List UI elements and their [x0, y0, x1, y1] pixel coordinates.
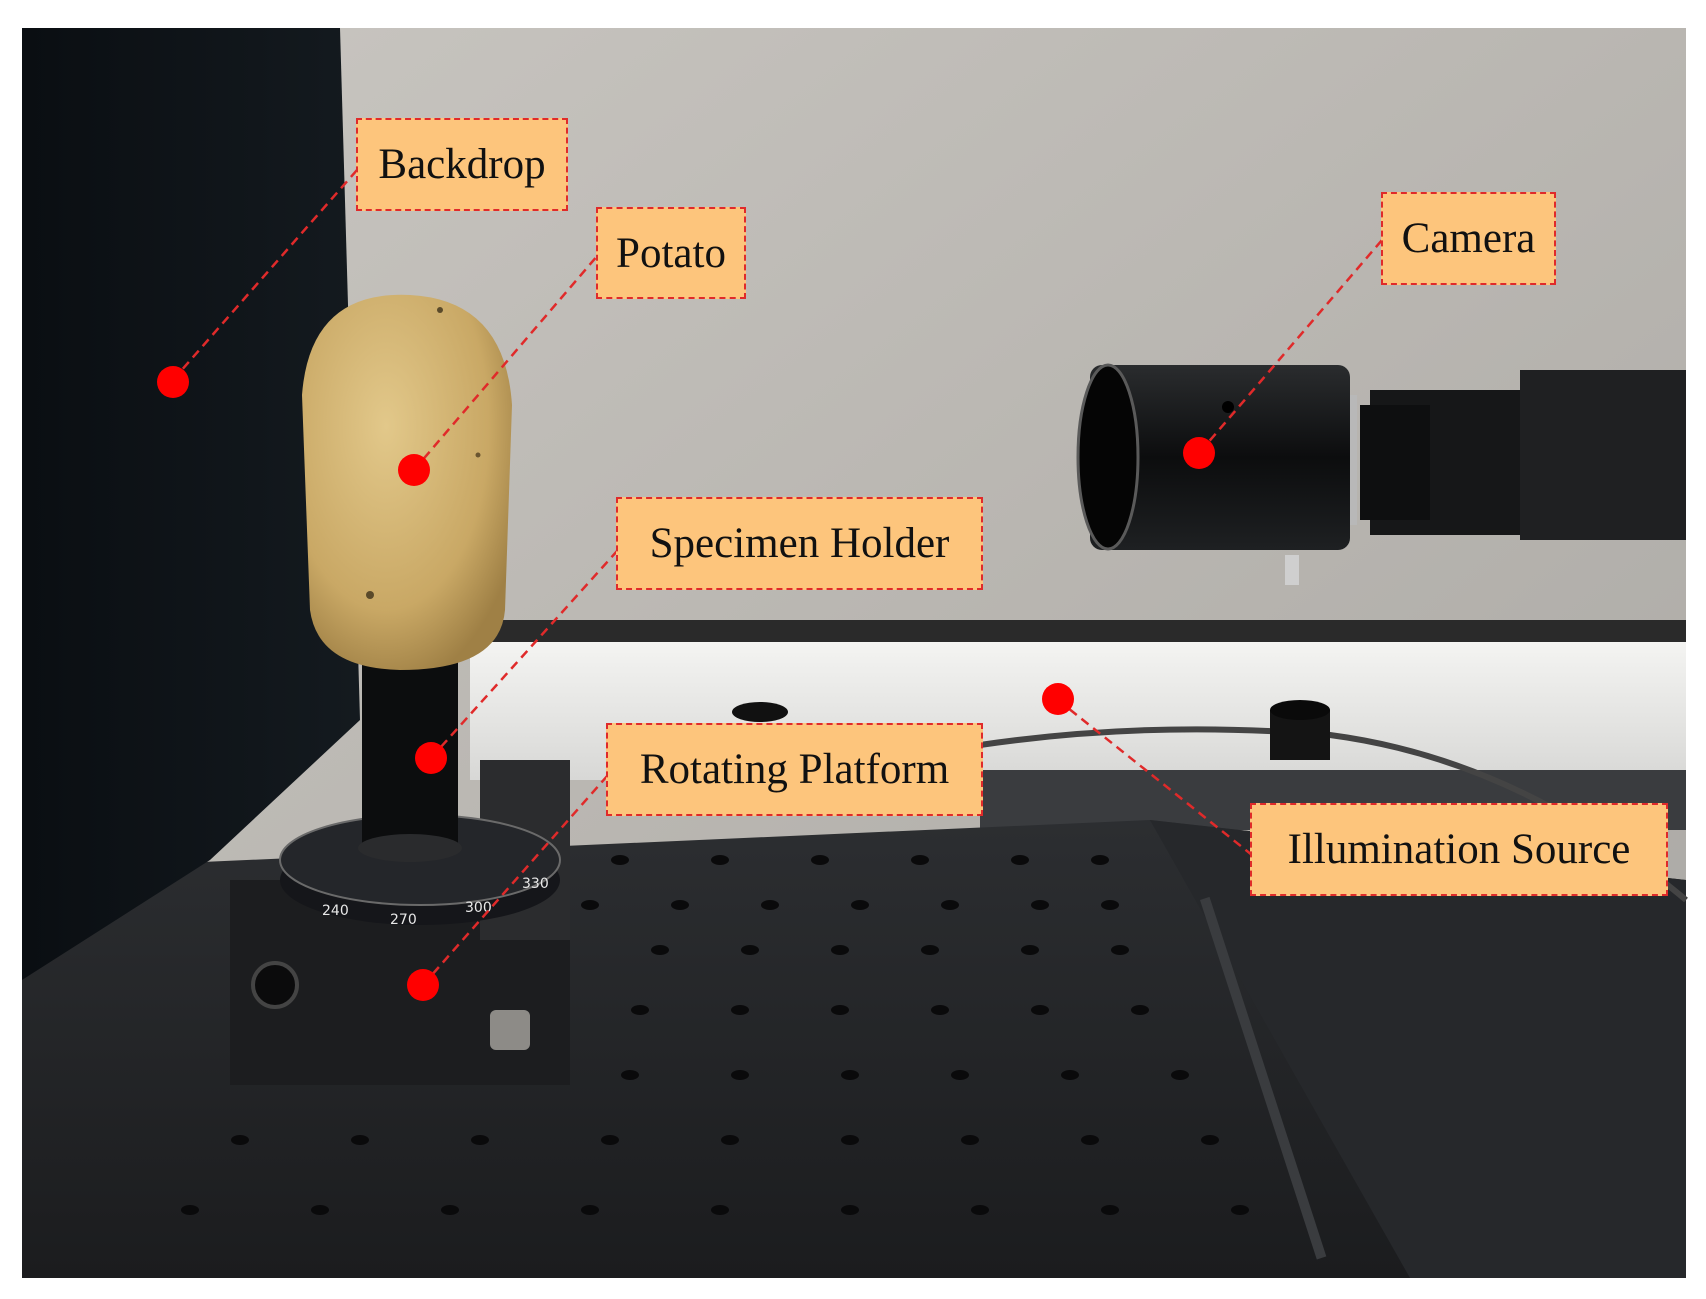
table-hole: [731, 1005, 749, 1015]
table-hole: [1031, 900, 1049, 910]
dial-tick-4: 330: [522, 876, 549, 892]
table-hole: [231, 1135, 249, 1145]
dial-tick-2: 270: [390, 912, 417, 928]
lens-front: [1076, 363, 1140, 551]
table-hole: [951, 1070, 969, 1080]
table-hole: [1101, 1205, 1119, 1215]
camera: [1076, 363, 1686, 585]
table-hole: [1101, 900, 1119, 910]
light-mount-1: [732, 702, 788, 722]
table-hole: [611, 855, 629, 865]
leader-illumination: [1057, 699, 1253, 856]
label-camera: Camera: [1381, 192, 1556, 285]
table-hole: [1081, 1135, 1099, 1145]
label-rotating-platform: Rotating Platform: [606, 723, 983, 816]
leader-rotating-platform: [422, 774, 609, 986]
table-hole: [181, 1205, 199, 1215]
table-hole: [671, 900, 689, 910]
table-hole: [1031, 1005, 1049, 1015]
leader-specimen-holder: [430, 549, 619, 759]
table-hole: [351, 1135, 369, 1145]
table-hole: [761, 900, 779, 910]
leader-backdrop: [172, 169, 358, 381]
marker-illumination: [1042, 683, 1074, 715]
camera-lens: [1090, 365, 1350, 550]
camera-bracket: [1520, 370, 1686, 540]
table-hole: [721, 1135, 739, 1145]
table-hole: [1061, 1070, 1079, 1080]
light-panel-edge: [470, 620, 1686, 642]
table-hole: [1021, 945, 1039, 955]
table-hole: [1111, 945, 1129, 955]
table-hole: [831, 945, 849, 955]
platform-knob-right: [490, 1010, 530, 1050]
table-hole: [911, 855, 929, 865]
table-hole: [311, 1205, 329, 1215]
table-hole: [1011, 855, 1029, 865]
table-hole: [581, 900, 599, 910]
table-hole: [1201, 1135, 1219, 1145]
marker-dots: [157, 366, 1215, 1001]
marker-specimen-holder: [415, 742, 447, 774]
leader-lines: [172, 169, 1383, 986]
backdrop-cloth: [22, 28, 360, 980]
table-hole: [731, 1070, 749, 1080]
table-hole: [1171, 1070, 1189, 1080]
table-hole: [841, 1135, 859, 1145]
table-hole: [441, 1205, 459, 1215]
table-hole: [621, 1070, 639, 1080]
table-hole: [831, 1005, 849, 1015]
table-hole: [741, 945, 759, 955]
dial-tick-3: 300: [465, 900, 492, 916]
label-illumination-source: Illumination Source: [1250, 803, 1668, 896]
table-hole: [811, 855, 829, 865]
table-hole: [581, 1205, 599, 1215]
table-hole: [841, 1070, 859, 1080]
leader-camera: [1199, 239, 1383, 453]
marker-backdrop: [157, 366, 189, 398]
table-hole: [921, 945, 939, 955]
table-hole: [941, 900, 959, 910]
label-specimen-holder: Specimen Holder: [616, 497, 983, 590]
leader-potato: [413, 254, 599, 471]
label-backdrop: Backdrop: [356, 118, 568, 211]
marker-potato: [398, 454, 430, 486]
table-hole: [631, 1005, 649, 1015]
table-hole: [601, 1135, 619, 1145]
table-hole: [961, 1135, 979, 1145]
marker-rotating-platform: [407, 969, 439, 1001]
marker-camera: [1183, 437, 1215, 469]
table-hole: [1131, 1005, 1149, 1015]
table-holes: [181, 855, 1249, 1215]
table-rail: [1200, 896, 1327, 1260]
table-hole: [971, 1205, 989, 1215]
table-hole: [841, 1205, 859, 1215]
table-hole: [711, 1205, 729, 1215]
table-side: [1150, 820, 1686, 1278]
dial-tick-1: 240: [322, 903, 349, 919]
table-hole: [851, 900, 869, 910]
table-hole: [931, 1005, 949, 1015]
table-hole: [1091, 855, 1109, 865]
table-hole: [711, 855, 729, 865]
table-hole: [651, 945, 669, 955]
table-hole: [1231, 1205, 1249, 1215]
label-potato: Potato: [596, 207, 746, 299]
table-hole: [471, 1135, 489, 1145]
platform-knob-left: [251, 961, 299, 1009]
